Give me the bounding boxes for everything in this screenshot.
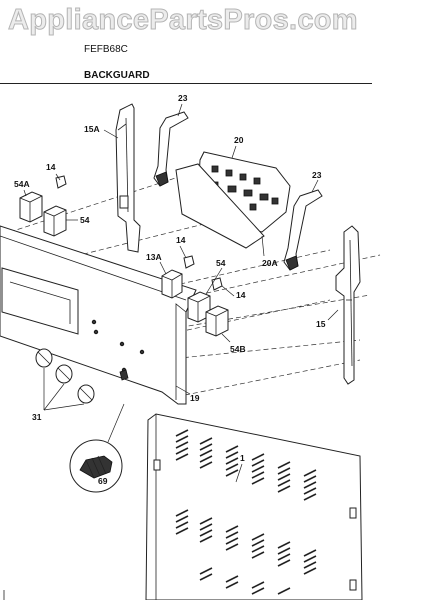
part-20a-overlay — [175, 163, 265, 249]
leader-lines — [23, 103, 339, 483]
watermark: AppliancePartsPros.com — [8, 4, 359, 37]
knob-1 — [35, 348, 53, 368]
callout-14-right: 14 — [236, 290, 246, 300]
part-69-screw-detail — [69, 369, 129, 493]
callout-19: 19 — [190, 393, 200, 403]
part-31-knobs — [35, 348, 95, 404]
callout-20a: 20A — [262, 258, 278, 268]
callout-15a: 15A — [84, 124, 100, 134]
part-14-mid-indicator — [183, 255, 195, 269]
part-15a-left-end-bracket — [115, 103, 141, 253]
callout-69: 69 — [98, 476, 108, 486]
part-54b-switch — [205, 305, 229, 337]
part-14-right-indicator — [211, 277, 223, 291]
callout-23-right: 23 — [312, 170, 322, 180]
callout-54-left: 54 — [80, 215, 90, 225]
part-15-right-end-bracket — [335, 225, 361, 385]
callout-1: 1 — [240, 453, 245, 463]
callout-23-left: 23 — [178, 93, 188, 103]
part-23-right-end-trim — [283, 189, 323, 271]
callout-14-top: 14 — [46, 162, 56, 172]
part-13a-switch — [161, 269, 183, 299]
callout-13a: 13A — [146, 252, 162, 262]
callout-31: 31 — [32, 412, 42, 422]
part-23-left-end-trim — [153, 111, 189, 187]
part-54-left-switch — [43, 205, 67, 237]
callout-54a: 54A — [14, 179, 30, 189]
louver-group — [175, 429, 317, 595]
part-14-top-indicator — [55, 175, 67, 189]
part-1-rear-panel — [145, 413, 363, 600]
callout-14-mid: 14 — [176, 235, 186, 245]
section-title: BACKGUARD — [84, 70, 150, 81]
model-number: FEFB68C — [84, 44, 128, 55]
callout-15: 15 — [316, 319, 326, 329]
callout-54b: 54B — [230, 344, 246, 354]
knob-3 — [77, 384, 95, 404]
header-rule — [0, 83, 372, 84]
part-19-backguard-panel — [0, 225, 197, 405]
part-54a-switch — [19, 191, 43, 223]
callout-54-mid: 54 — [216, 258, 226, 268]
callout-20: 20 — [234, 135, 244, 145]
knob-2 — [55, 364, 73, 384]
